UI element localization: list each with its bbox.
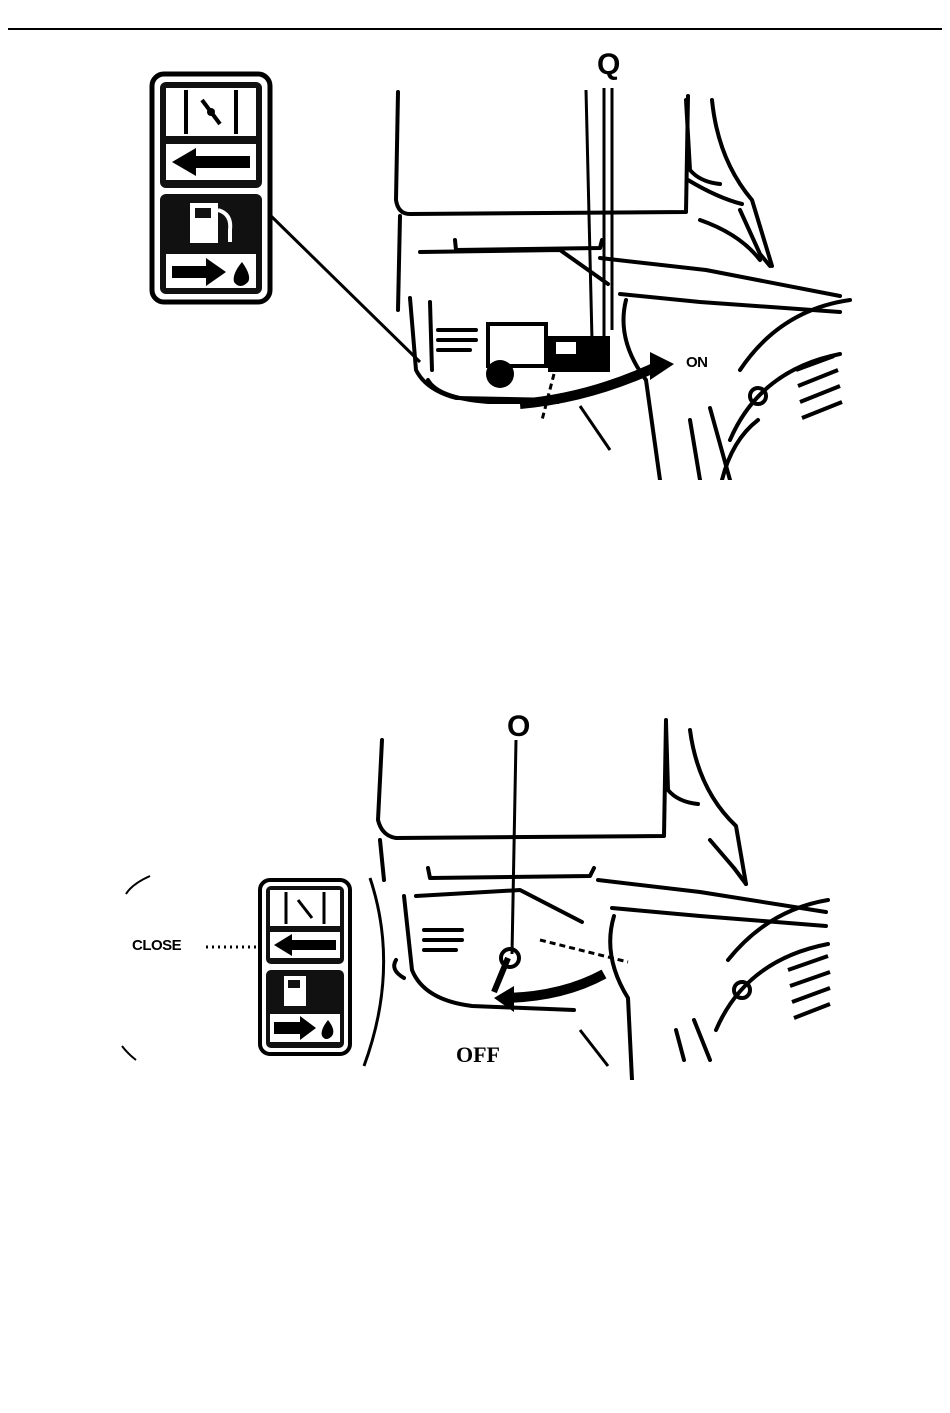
arrow-left-icon <box>166 144 256 180</box>
choke-fuel-sticker <box>152 74 270 302</box>
engine-diagram-off: O CLOSE OFF <box>0 700 950 1080</box>
on-position-label: ON <box>686 354 708 371</box>
engine-illustration-off <box>0 700 950 1080</box>
off-position-label: OFF <box>456 1042 500 1068</box>
close-position-label: CLOSE <box>132 937 181 954</box>
engine-diagram-on: Q ON <box>0 40 950 480</box>
callout-o-label: O <box>507 710 530 744</box>
callout-q-label: Q <box>597 48 620 82</box>
header-rule <box>8 28 942 30</box>
engine-illustration-on <box>0 40 950 480</box>
fuel-valve-lever <box>486 88 610 420</box>
choke-fuel-sticker-small <box>260 880 350 1054</box>
arrow-left-icon <box>270 932 340 958</box>
fuel-valve-lever-off <box>494 740 628 992</box>
